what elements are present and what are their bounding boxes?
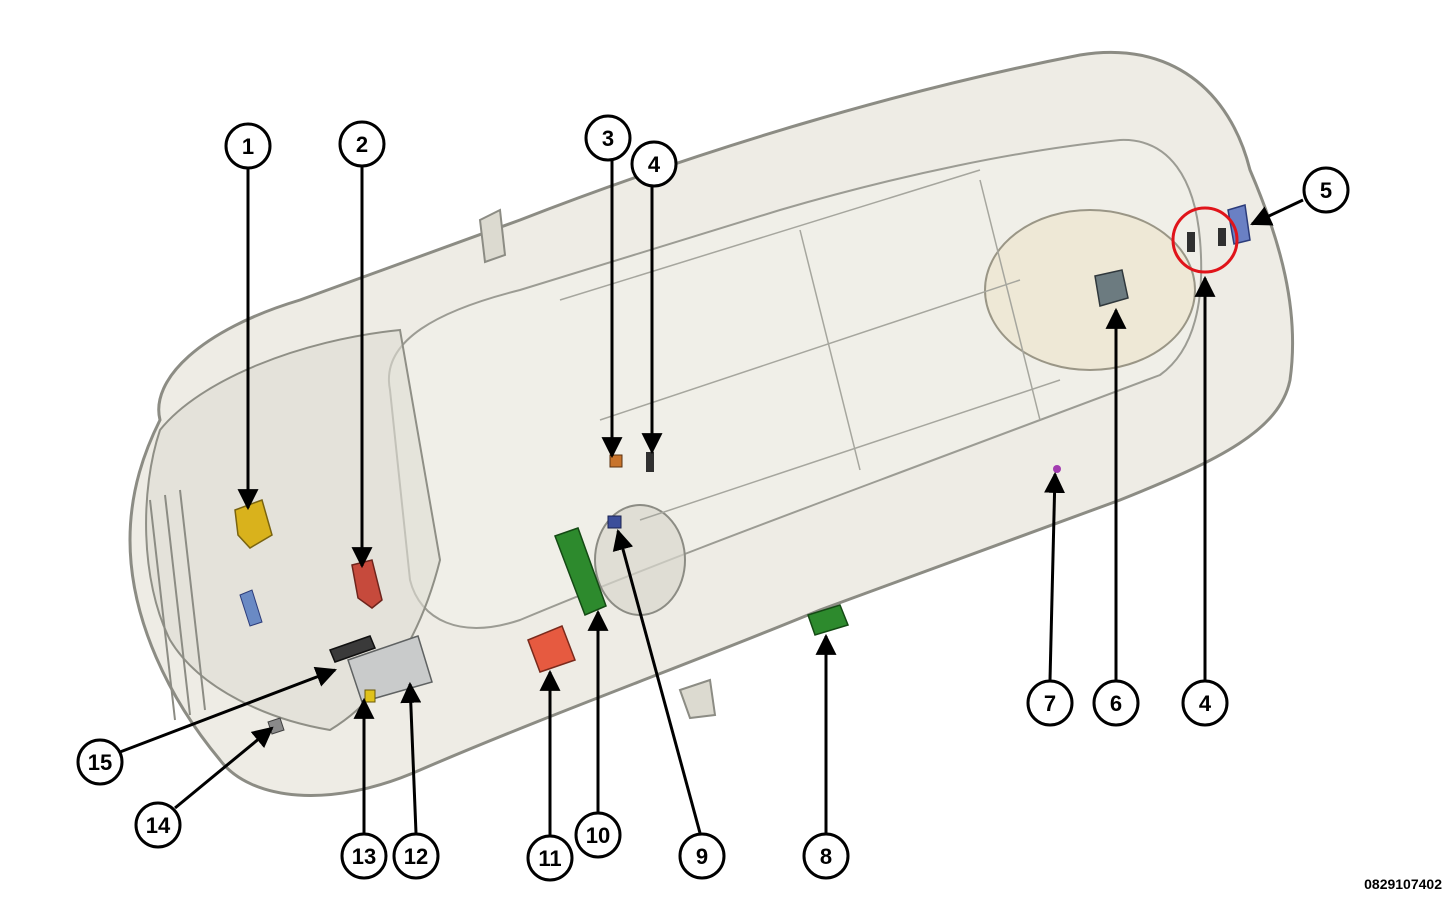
callout-9: 9 bbox=[678, 832, 726, 880]
callout-10: 10 bbox=[574, 811, 622, 859]
component-6 bbox=[1094, 269, 1129, 307]
component-4-rear bbox=[1187, 232, 1195, 252]
callout-7: 7 bbox=[1026, 679, 1074, 727]
callouts: 1 2 3 4 5 6 7 4 bbox=[76, 114, 1350, 882]
callout-6: 6 bbox=[1092, 679, 1140, 727]
callout-label: 15 bbox=[88, 750, 112, 775]
leader-line-15 bbox=[119, 666, 337, 754]
component-8 bbox=[807, 604, 850, 636]
callout-4-front: 4 bbox=[630, 140, 678, 188]
component-7 bbox=[1053, 465, 1061, 473]
callout-label: 7 bbox=[1044, 691, 1056, 716]
left-mirror bbox=[478, 208, 507, 264]
callout-label: 3 bbox=[602, 126, 614, 151]
leader-line-14 bbox=[174, 726, 274, 810]
callout-1: 1 bbox=[224, 122, 272, 170]
component-5 bbox=[1227, 204, 1251, 245]
document-id: 0829107402 bbox=[1364, 876, 1442, 892]
leader-line-7 bbox=[1044, 471, 1066, 681]
hood-panel bbox=[145, 328, 442, 732]
leader-line-12 bbox=[400, 681, 422, 834]
callout-5: 5 bbox=[1302, 166, 1350, 214]
callout-label: 13 bbox=[352, 844, 376, 869]
callout-2: 2 bbox=[338, 120, 386, 168]
callout-12: 12 bbox=[392, 832, 440, 880]
leader-lines bbox=[119, 160, 1304, 835]
highlight-ring bbox=[1171, 206, 1239, 274]
callout-label: 12 bbox=[404, 844, 428, 869]
callout-label: 4 bbox=[648, 152, 661, 177]
component-misc-blue bbox=[239, 589, 263, 627]
callout-label: 14 bbox=[146, 813, 171, 838]
callout-label: 5 bbox=[1320, 178, 1332, 203]
leader-line-5 bbox=[1250, 198, 1304, 226]
spare-tire-well bbox=[984, 209, 1196, 371]
component-10 bbox=[554, 527, 607, 616]
front-grille bbox=[149, 489, 206, 721]
leader-line-9 bbox=[612, 528, 702, 834]
callout-label: 10 bbox=[586, 823, 610, 848]
callout-11: 11 bbox=[526, 834, 574, 882]
callout-label: 9 bbox=[696, 844, 708, 869]
component-4-rear-b bbox=[1218, 228, 1226, 246]
vehicle-body bbox=[128, 50, 1295, 797]
callout-3: 3 bbox=[584, 114, 632, 162]
component-15 bbox=[329, 635, 376, 663]
callout-label: 1 bbox=[242, 134, 254, 159]
component-9 bbox=[607, 515, 622, 529]
roof-panel-lines bbox=[559, 169, 1061, 521]
callout-label: 6 bbox=[1110, 691, 1122, 716]
callout-8: 8 bbox=[802, 832, 850, 880]
component-11 bbox=[527, 625, 576, 673]
callout-4-rear: 4 bbox=[1181, 679, 1229, 727]
callout-label: 4 bbox=[1199, 691, 1212, 716]
callout-label: 11 bbox=[538, 846, 561, 871]
callout-label: 2 bbox=[356, 132, 368, 157]
right-mirror bbox=[678, 678, 717, 720]
component-4-front bbox=[646, 452, 654, 472]
callout-label: 8 bbox=[820, 844, 832, 869]
callout-13: 13 bbox=[340, 832, 388, 880]
callout-15: 15 bbox=[76, 738, 124, 786]
component-3 bbox=[609, 454, 623, 468]
callout-14: 14 bbox=[134, 801, 182, 849]
component-13 bbox=[364, 689, 376, 703]
